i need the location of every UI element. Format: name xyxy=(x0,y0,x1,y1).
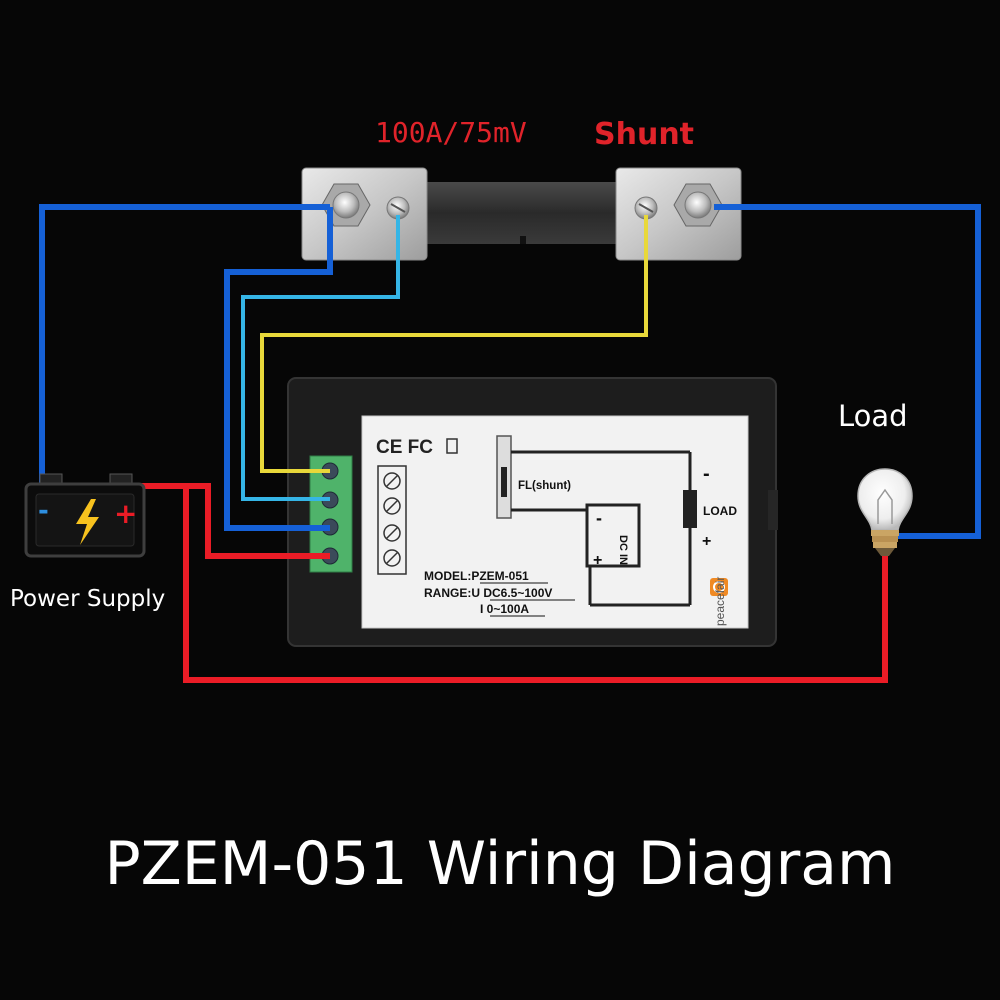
power-supply-label: Power Supply xyxy=(10,586,165,612)
shunt-block-right xyxy=(615,167,742,261)
load-minus-sign: - xyxy=(703,463,710,485)
shunt-terminal-label: FL(shunt) xyxy=(518,480,571,492)
dc-in-minus-sign: - xyxy=(596,508,602,528)
lightning-bolt-icon xyxy=(76,499,99,545)
shunt-screw-right xyxy=(634,196,658,220)
load-plus-sign: + xyxy=(702,533,711,550)
shunt xyxy=(301,167,742,261)
wire-blue-shunt-to-terminal xyxy=(224,207,333,531)
wires xyxy=(39,204,981,683)
wire-red-supply-to-load xyxy=(128,483,888,683)
brand-name: peacefair xyxy=(713,577,727,626)
meter-schematic xyxy=(496,435,692,607)
load-label: Load xyxy=(838,399,908,433)
shunt-rating: 100A/75mV xyxy=(375,116,527,149)
shunt-bar xyxy=(425,182,620,244)
wire-blue-load-return xyxy=(714,204,981,539)
battery-negative-sign: - xyxy=(38,496,49,526)
model-line: MODEL:PZEM-051 xyxy=(424,569,529,583)
pzem-051-meter: CE FC xyxy=(287,377,778,647)
wire-yellow-shunt-sense xyxy=(260,215,648,473)
certification-marks: CE FC xyxy=(376,437,433,458)
shunt-label: Shunt xyxy=(594,117,694,152)
battery: - + xyxy=(24,473,146,558)
dc-in-plus-sign: + xyxy=(593,552,602,569)
load-resistor xyxy=(683,490,697,528)
wire-lightblue-shunt-sense xyxy=(241,215,400,501)
range-current-line: I 0~100A xyxy=(480,602,529,616)
meter-label-sticker: CE FC xyxy=(361,415,749,629)
terminal-block xyxy=(309,455,353,573)
battery-positive-sign: + xyxy=(114,497,137,530)
bin-icon xyxy=(446,438,458,454)
range-voltage-line: RANGE:U DC6.5~100V xyxy=(424,586,552,600)
dc-in-label: DC IN xyxy=(617,535,629,565)
light-bulb-icon xyxy=(857,468,913,556)
wire-blue-supply-negative xyxy=(39,204,330,500)
peacefair-logo: peacefair xyxy=(710,577,728,626)
load-terminal-label: LOAD xyxy=(703,504,737,518)
diagram-title: PZEM-051 Wiring Diagram xyxy=(104,829,895,899)
